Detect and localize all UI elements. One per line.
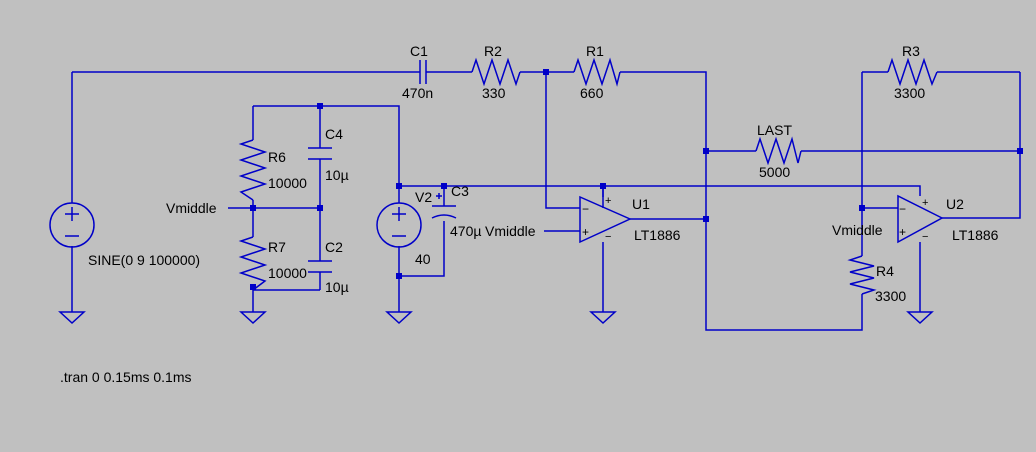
r1-name-label: R1 [586, 43, 604, 59]
c1-name-label: C1 [410, 43, 428, 59]
u1-vminus-sign: − [605, 231, 611, 243]
last-name-label: LAST [757, 122, 792, 138]
r7-resistor-symbol[interactable] [238, 236, 268, 291]
c4-name-label: C4 [325, 126, 343, 142]
r3-resistor-symbol[interactable] [887, 57, 938, 87]
u1-vmiddle-label: Vmiddle [485, 223, 536, 239]
u2-vmiddle-label: Vmiddle [832, 222, 883, 238]
r2-name-label: R2 [484, 43, 502, 59]
u2-vminus-sign: − [922, 231, 928, 243]
u1-name-label: U1 [632, 196, 650, 212]
wires [71, 71, 1021, 331]
u2-plus-sign: + [899, 225, 906, 239]
c2-name-label: C2 [325, 239, 343, 255]
r6-resistor-symbol[interactable] [238, 139, 268, 201]
c4-value-label: 10µ [325, 167, 349, 183]
u2-value-label: LT1886 [952, 227, 999, 243]
u1-plus-sign: + [582, 225, 589, 239]
r4-value-label: 3300 [875, 288, 906, 304]
u2-opamp-symbol[interactable] [897, 194, 944, 244]
u2-minus-sign: − [899, 202, 906, 216]
vmiddle-divider-label: Vmiddle [166, 200, 217, 216]
c3-name-label: C3 [451, 183, 469, 199]
r2-resistor-symbol[interactable] [471, 57, 521, 87]
v2-source-symbol[interactable] [376, 202, 422, 248]
spice-directive[interactable]: .tran 0 0.15ms 0.1ms [60, 369, 192, 385]
u1-opamp-symbol[interactable] [579, 186, 632, 244]
c3-value-label: 470µ [450, 223, 481, 239]
r4-resistor-symbol[interactable] [847, 255, 877, 295]
c1-capacitor-symbol[interactable] [416, 60, 430, 84]
u1-minus-sign: − [582, 202, 589, 216]
u1-vplus-sign: + [605, 195, 611, 207]
v2-value-label: 40 [415, 251, 431, 267]
c2-capacitor-symbol[interactable] [308, 260, 332, 273]
c3-capacitor-symbol[interactable] [431, 193, 457, 221]
last-resistor-symbol[interactable] [755, 136, 802, 166]
c4-capacitor-symbol[interactable] [308, 147, 332, 160]
v2-name-label: V2 [415, 189, 432, 205]
last-value-label: 5000 [759, 164, 790, 180]
u1-value-label: LT1886 [634, 227, 681, 243]
c1-value-label: 470n [402, 85, 433, 101]
u2-name-label: U2 [946, 196, 964, 212]
r3-value-label: 3300 [894, 85, 925, 101]
r1-value-label: 660 [580, 85, 604, 101]
r4-name-label: R4 [876, 263, 894, 279]
r3-name-label: R3 [902, 43, 920, 59]
sine-source-symbol[interactable] [49, 202, 95, 248]
c2-value-label: 10µ [325, 279, 349, 295]
u2-vplus-sign: + [922, 197, 928, 209]
sine-source-value: SINE(0 9 100000) [88, 252, 200, 268]
r2-value-label: 330 [482, 85, 506, 101]
ground-symbols [58, 311, 934, 325]
junction-dots [250, 69, 1023, 290]
r7-value-label: 10000 [268, 265, 307, 281]
r6-name-label: R6 [268, 149, 286, 165]
r7-name-label: R7 [268, 239, 286, 255]
r1-resistor-symbol[interactable] [573, 57, 621, 87]
r6-value-label: 10000 [268, 175, 307, 191]
